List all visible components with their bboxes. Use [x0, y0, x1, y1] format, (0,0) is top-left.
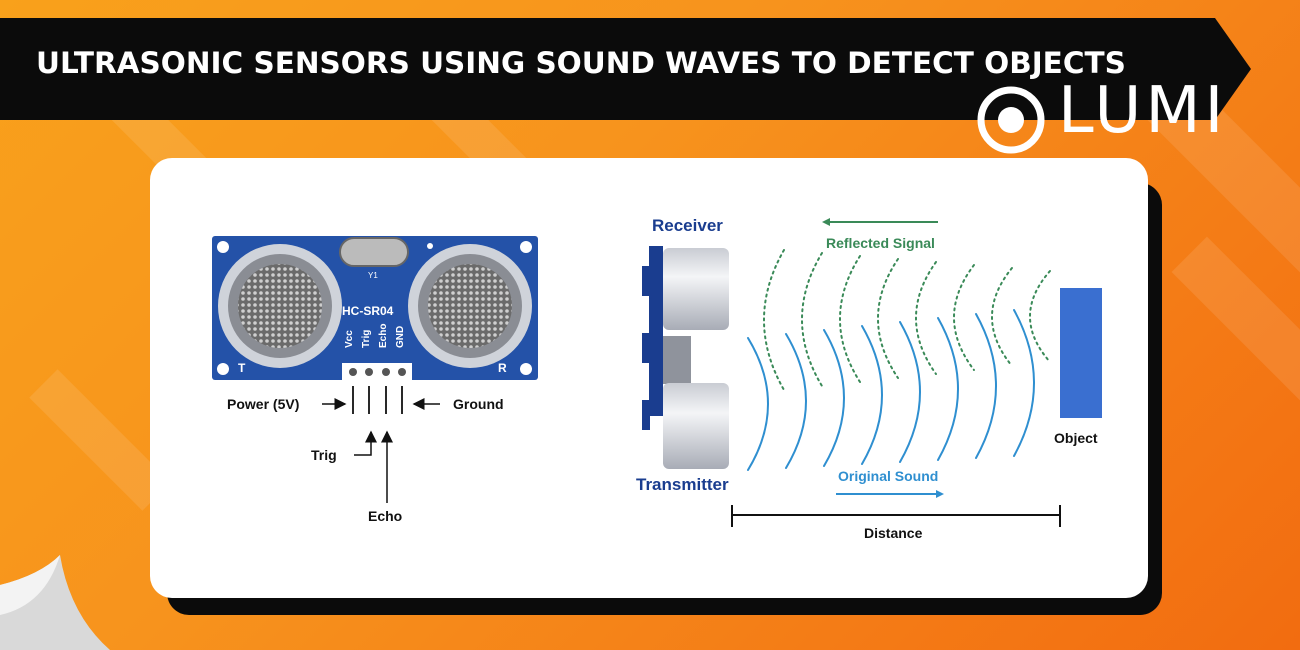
reflected-wave-arc	[991, 267, 1013, 367]
reflected-signal-label: Reflected Signal	[826, 235, 935, 251]
transmit-mark: T	[238, 361, 246, 375]
receiver-label: Receiver	[652, 216, 723, 235]
pin-dot	[365, 368, 373, 376]
logo-text: LUMI	[1058, 74, 1228, 148]
pin-header	[342, 363, 412, 381]
receiver-transducer	[408, 244, 532, 368]
reflected-wave-arc	[953, 264, 975, 371]
sensor-side-view	[642, 246, 729, 469]
pin-label-trig: Trig	[361, 329, 372, 348]
mount-hole	[520, 363, 532, 375]
pcb-tab	[642, 400, 650, 430]
pin-label-vcc: Vcc	[344, 330, 355, 348]
transmitter-cylinder	[663, 383, 729, 469]
reflected-wave-arc	[763, 249, 785, 391]
object-block	[1060, 288, 1102, 418]
logo-dot	[998, 107, 1024, 133]
original-wave-arc	[861, 325, 883, 465]
original-wave-arc	[1013, 309, 1035, 457]
original-wave-arc	[899, 321, 921, 463]
transmitter-transducer	[218, 244, 342, 368]
pcb-tab	[642, 266, 650, 296]
reflected-wave-arc	[877, 258, 899, 379]
pin-dot	[349, 368, 357, 376]
mount-hole	[217, 363, 229, 375]
reflected-arrow-head	[822, 218, 830, 226]
pin-leads	[352, 386, 403, 414]
mount-hole	[217, 241, 229, 253]
receiver-cylinder	[663, 248, 729, 330]
original-sound-label: Original Sound	[838, 468, 939, 484]
led	[427, 243, 433, 249]
receive-mark: R	[498, 361, 507, 375]
echo-label: Echo	[368, 508, 403, 524]
original-wave-arc	[747, 337, 769, 471]
pin-dot	[398, 368, 406, 376]
power-label: Power (5V)	[227, 396, 300, 412]
crystal-side	[663, 336, 691, 384]
title-banner	[0, 18, 1215, 120]
transducer-mesh	[238, 264, 322, 348]
diagram-svg	[212, 218, 1102, 527]
board-label: HC-SR04	[342, 304, 394, 318]
logo-ring	[977, 86, 1045, 154]
diagram-card: HC-SR04 Y1 T R Vcc Trig Echo GND Power (…	[150, 158, 1148, 598]
original-wave-arc	[823, 329, 845, 467]
page-curl	[0, 555, 110, 650]
transducer-mesh	[428, 264, 512, 348]
trig-label: Trig	[311, 447, 337, 463]
pin-dot	[382, 368, 390, 376]
sound-waves	[747, 249, 1051, 471]
pcb-tab	[642, 333, 650, 363]
title-banner-arrow	[1215, 18, 1251, 120]
original-wave-arc	[785, 333, 807, 469]
distance-label: Distance	[864, 525, 923, 541]
page-title: ULTRASONIC SENSORS USING SOUND WAVES TO …	[36, 46, 1126, 80]
crystal-oscillator	[339, 237, 409, 267]
reflected-wave-arc	[915, 261, 937, 375]
hc-sr04-board	[212, 236, 538, 381]
trig-arrow	[354, 430, 377, 456]
object-label: Object	[1054, 430, 1098, 446]
transmitter-label: Transmitter	[636, 475, 729, 494]
original-wave-arc	[975, 313, 997, 459]
reflected-wave-arc	[1029, 270, 1051, 363]
pin-label-gnd: GND	[395, 325, 406, 348]
reflected-wave-arc	[801, 252, 823, 387]
original-wave-arc	[937, 317, 959, 461]
mount-hole	[520, 241, 532, 253]
ground-label: Ground	[453, 396, 504, 412]
crystal-label: Y1	[368, 271, 378, 280]
pin-label-echo: Echo	[378, 323, 389, 348]
bg-stripe	[1171, 236, 1300, 414]
lumi-logo	[977, 86, 1045, 154]
sensor-pcb-edge	[649, 246, 663, 416]
reflected-wave-arc	[839, 255, 861, 383]
original-arrow-head	[936, 490, 944, 498]
